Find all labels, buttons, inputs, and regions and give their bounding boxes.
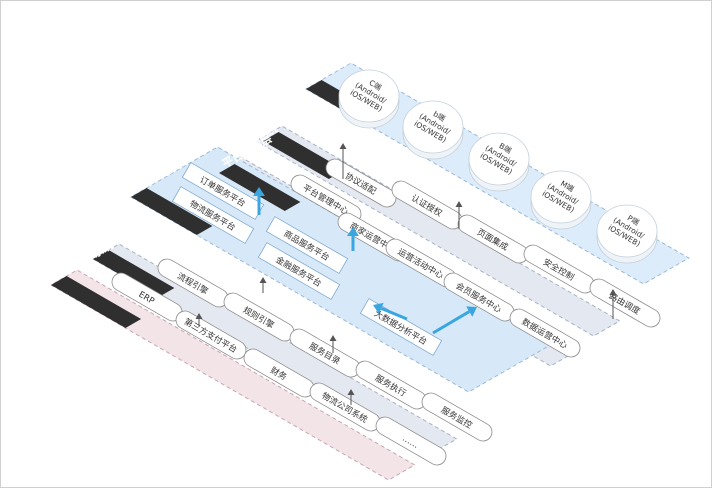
client-3: M端(Android/iOS/WEB) xyxy=(530,170,592,230)
business-support-item-3-shape xyxy=(257,242,341,300)
client-4-top xyxy=(596,204,658,258)
arrow-ex-to-bf-2-head xyxy=(347,389,355,395)
arrow-bf-to-bs-2-head xyxy=(329,335,337,341)
arrow-unified-to-user-2 xyxy=(455,201,463,229)
arrow-unified-to-user-2-head xyxy=(455,201,463,207)
external-item-4: …… xyxy=(375,416,447,466)
external-support-label-bg xyxy=(51,276,142,328)
unified-access-item-0-shape xyxy=(325,158,397,208)
arrow-ex-to-bf-1 xyxy=(195,313,203,327)
arrow-bs-internal-2-head xyxy=(373,302,384,314)
arrow-bs-to-ops-2-shaft xyxy=(432,310,471,335)
arrow-bs-to-ops-2-head xyxy=(466,306,477,317)
arrow-bf-to-bs-1 xyxy=(259,277,267,293)
arrow-bf-to-bs-1-head xyxy=(259,277,267,283)
external-band xyxy=(49,269,416,481)
client-4: P端(Android/iOS/WEB) xyxy=(596,204,658,264)
platform-ops-label-bg xyxy=(219,164,301,211)
client-3-top xyxy=(530,170,592,224)
unified-access-item-1: 认证授权 xyxy=(391,180,463,230)
basic-function-item-4-shape xyxy=(421,392,493,442)
arrow-ex-to-bf-1-head xyxy=(195,313,203,319)
arrow-unified-to-user-3 xyxy=(609,289,617,319)
arrow-bs-internal-head xyxy=(253,187,265,196)
client-2: B端(Android/iOS/WEB) xyxy=(468,132,530,192)
business-support-item-2-shape xyxy=(265,216,349,274)
arrow-unified-to-user xyxy=(339,143,347,179)
client-1-top xyxy=(402,100,464,154)
arrow-bs-to-ops-1 xyxy=(347,227,359,251)
basic-function-item-4: 服务监控 xyxy=(421,392,493,442)
external-item-4-shape xyxy=(375,416,447,466)
arrow-bs-to-ops-1-head xyxy=(347,227,359,236)
arrow-bs-to-ops-2 xyxy=(432,306,477,335)
client-2-top xyxy=(468,132,530,186)
arrow-bs-internal-2 xyxy=(373,302,408,321)
arrow-bf-to-bs-2 xyxy=(329,335,337,353)
unified-access-item-2: 页面集成 xyxy=(457,214,529,264)
client-0: C端(Android/iOS/WEB) xyxy=(338,69,400,129)
business-support-item-1-shape xyxy=(171,186,255,244)
business-support-label-bg xyxy=(131,188,213,235)
arrow-ex-to-bf-2 xyxy=(347,389,355,405)
client-0-top xyxy=(338,69,400,123)
arrow-unified-to-user-head xyxy=(339,143,347,149)
client-1: b端(Android/iOS/WEB) xyxy=(402,100,464,160)
arrow-bs-internal xyxy=(253,187,265,215)
basic-function-label-bg xyxy=(93,250,175,297)
unified-access-item-4-shape xyxy=(589,278,661,328)
unified-access-label-bg xyxy=(263,132,345,179)
arrow-unified-to-user-3-head xyxy=(609,289,617,295)
platform-ops-item-0-shape xyxy=(290,174,362,224)
platform-ops-item-4-shape xyxy=(509,308,581,358)
arrow-bs-internal-2-shaft xyxy=(380,307,408,321)
